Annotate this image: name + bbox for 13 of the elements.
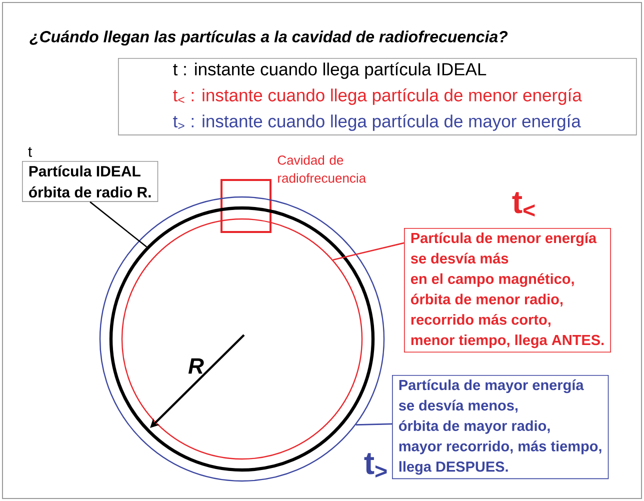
leader-line [356,423,392,426]
time-label: t$_{>}$ [364,453,387,478]
cavity-box [220,179,272,233]
time-label: t$_{<}$ [512,192,535,216]
cavity-label: Cavidad de radiofrecuencia [278,155,366,183]
radius-label: R [188,358,204,374]
callout-box: Partícula de menor energía se desvía más en el campo magnético, órbita de menor radio, recorrido más corto, menor tiempo, llega ANTES. [404,228,611,352]
callout-box: Partícula de mayor energía se desvía menos, órbita de mayor radio, mayor recorrido, más tiempo, llega DESPUES. [392,375,609,480]
orbit-circle [121,218,363,460]
leader-line [90,201,148,248]
title: ¿Cuándo llegan las partículas a la cavidad de radiofrecuencia? [30,30,508,46]
label-box: Partícula IDEAL órbita de radio R. [22,161,158,202]
legend-box: t : instante cuando llega partícula IDEAL t$_{<}$ : instante cuando llega partícula de menor energía t$_{>}$ : instante cuando llega partícula de mayor energía [118,58,637,136]
